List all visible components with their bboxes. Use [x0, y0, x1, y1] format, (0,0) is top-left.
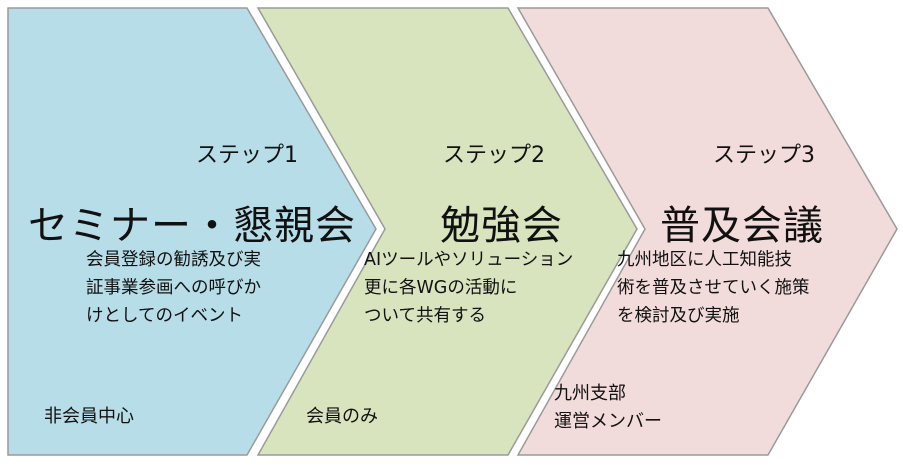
step2-desc-line: AIツールやソリューション	[364, 250, 574, 270]
step3-desc-line: を検討及び実施	[617, 306, 740, 326]
step1-desc-line: けとしてのイベント	[86, 306, 243, 326]
step3-label: ステップ3	[713, 143, 815, 168]
step3-description: 九州地区に人工知能技 術を普及させていく施策 を検討及び実施	[617, 246, 810, 330]
step2-description: AIツールやソリューション 更に各WGの活動に ついて共有する	[364, 246, 573, 330]
step3-desc-line: 九州地区に人工知能技	[617, 250, 792, 270]
step3-audience-line: 九州支部	[554, 383, 626, 404]
step2-desc-line: 更に各WGの活動に	[364, 278, 518, 298]
step3-title: 普及会議	[660, 203, 824, 249]
step2-chevron	[256, 7, 638, 456]
step1-desc-line: 会員登録の勧誘及び実	[86, 250, 261, 270]
step1-description: 会員登録の勧誘及び実 証事業参画への呼びか けとしてのイベント	[86, 246, 261, 330]
step2-title: 勉強会	[440, 203, 563, 249]
step1-title: セミナー・懇親会	[28, 203, 356, 249]
step1-audience: 非会員中心	[44, 406, 134, 427]
step3-audience-line: 運営メンバー	[554, 411, 662, 432]
step2-label: ステップ2	[443, 143, 545, 168]
step3-audience: 九州支部 運営メンバー	[554, 380, 662, 436]
step3-chevron	[516, 7, 898, 456]
step1-desc-line: 証事業参画への呼びか	[86, 278, 261, 298]
step1-chevron	[7, 7, 377, 456]
step2-audience: 会員のみ	[306, 406, 378, 427]
step2-desc-line: ついて共有する	[364, 306, 486, 326]
step3-desc-line: 術を普及させていく施策	[617, 278, 810, 298]
step1-label: ステップ1	[196, 143, 298, 168]
